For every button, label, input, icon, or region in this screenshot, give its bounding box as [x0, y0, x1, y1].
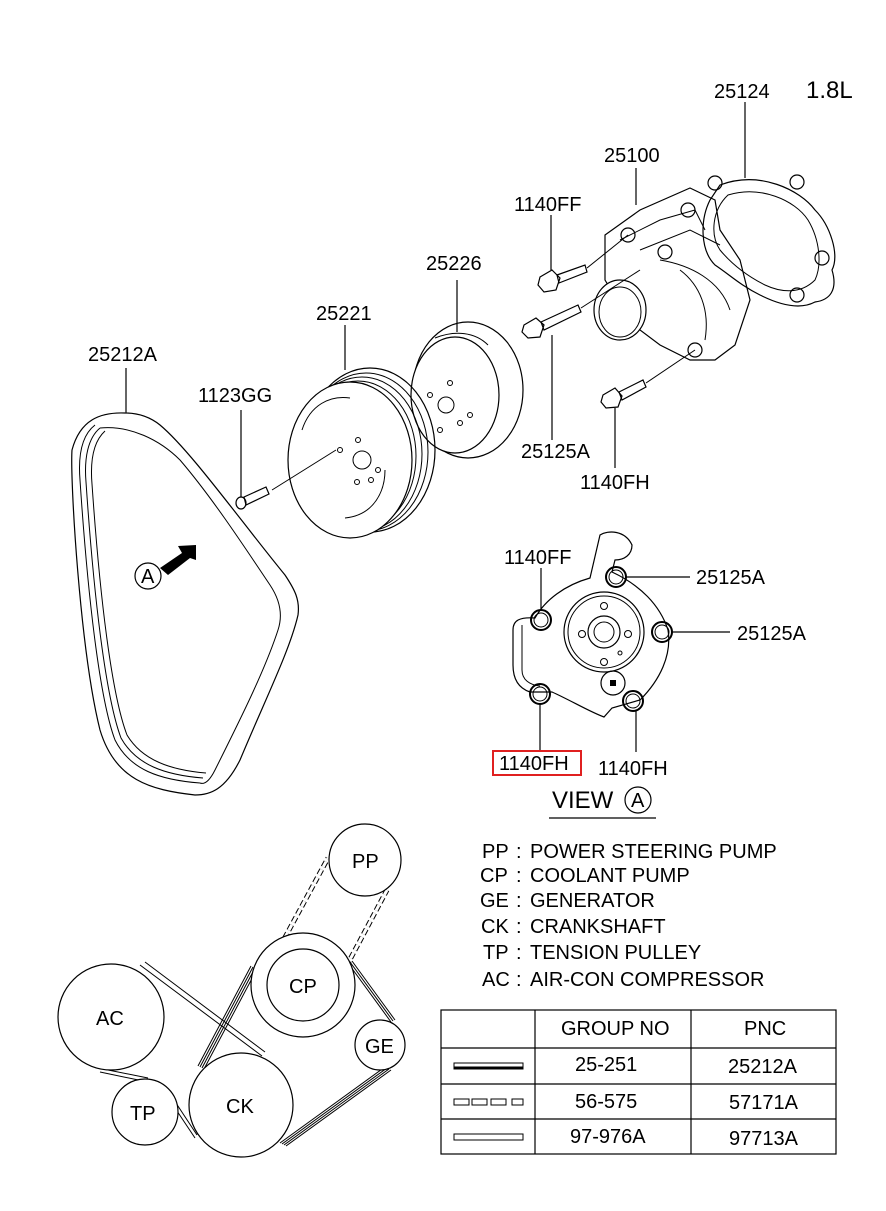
water-pump-part[interactable]: [593, 187, 751, 361]
cell-pnc: 25212A: [728, 1056, 798, 1078]
cell-group-no: 56-575: [575, 1091, 637, 1113]
view-marker: A: [631, 790, 645, 812]
pulley-ge[interactable]: [354, 1019, 406, 1071]
pulley-label-tp: TP: [130, 1103, 156, 1125]
legend-code-pp: PP: [482, 841, 509, 863]
pulley-ac[interactable]: [57, 963, 165, 1071]
water-pump-pulley[interactable]: [410, 321, 524, 459]
legend-name-cp: COOLANT PUMP: [530, 865, 690, 887]
view-callout-25125a-1[interactable]: 25125A: [696, 567, 766, 589]
callout-25125a[interactable]: 25125A: [521, 441, 591, 463]
legend-code-cp: CP: [480, 865, 508, 887]
boss-left: [530, 609, 552, 631]
legend-code-ck: CK: [481, 916, 509, 938]
view-callout-25125a-2[interactable]: 25125A: [737, 623, 807, 645]
pulley-ck[interactable]: [188, 1052, 294, 1158]
pulley-pp[interactable]: [328, 823, 402, 897]
pulley-label-ge: GE: [365, 1036, 394, 1058]
table-header-group-no: GROUP NO: [561, 1018, 670, 1040]
table-row[interactable]: 25-251 25212A: [453, 1054, 798, 1078]
cell-pnc: 97713A: [729, 1128, 799, 1150]
cell-group-no: 25-251: [575, 1054, 637, 1076]
legend-code-ac: AC: [482, 969, 510, 991]
pulley-label-cp: CP: [289, 976, 317, 998]
pulley-label-ck: CK: [226, 1096, 254, 1118]
pulley-cp[interactable]: [266, 948, 340, 1022]
legend-sep: :: [516, 841, 522, 863]
pulley-label-ac: AC: [96, 1008, 124, 1030]
highlight-box: [492, 750, 582, 776]
legend-name-tp: TENSION PULLEY: [530, 942, 701, 964]
gasket-part[interactable]: [702, 174, 836, 307]
legend-sep: :: [516, 969, 522, 991]
callout-25221[interactable]: 25221: [316, 303, 372, 325]
table-row[interactable]: 97-976A 97713A: [453, 1126, 799, 1150]
boss-top: [605, 566, 627, 588]
boss-right: [651, 621, 673, 643]
callout-1123gg[interactable]: 1123GG: [198, 385, 272, 407]
bolt-1140fh[interactable]: [600, 349, 696, 409]
table-row[interactable]: 56-575 57171A: [453, 1091, 799, 1114]
callout-25124[interactable]: 25124: [714, 81, 770, 103]
legend-name-ac: AIR-CON COMPRESSOR: [530, 969, 764, 991]
bolt-1140ff[interactable]: [537, 234, 629, 293]
belt-table: GROUP NO PNC 25-251 25212A 56-575 57171A…: [440, 1009, 837, 1155]
cell-group-no: 97-976A: [570, 1126, 646, 1148]
view-title: VIEW: [552, 787, 614, 814]
legend-sep: :: [516, 942, 522, 964]
table-header-pnc: PNC: [744, 1018, 786, 1040]
crank-pulley[interactable]: [287, 367, 436, 539]
engine-label: 1.8L: [806, 77, 853, 104]
legend-name-pp: POWER STEERING PUMP: [530, 841, 777, 863]
view-callout-1140fh-highlighted[interactable]: 1140FH: [499, 753, 569, 775]
pulley-label-pp: PP: [352, 851, 379, 873]
view-marker-circle: [624, 786, 652, 814]
belt-routing-schematic: PP CP GE CK TP AC: [57, 823, 406, 1158]
legend-sep: :: [516, 865, 522, 887]
callout-25100[interactable]: 25100: [604, 145, 660, 167]
drive-belt[interactable]: [71, 412, 300, 796]
legend-name-ge: GENERATOR: [530, 890, 655, 912]
boss-bottom-right: [622, 690, 644, 712]
callout-1140ff[interactable]: 1140FF: [514, 194, 581, 216]
view-callout-1140ff[interactable]: 1140FF: [504, 547, 571, 569]
legend: PP : POWER STEERING PUMP CP : COOLANT PU…: [480, 841, 777, 991]
callout-25226[interactable]: 25226: [426, 253, 482, 275]
pulley-tp[interactable]: [111, 1078, 179, 1146]
callout-25212a[interactable]: 25212A: [88, 344, 158, 366]
view-callout-1140fh[interactable]: 1140FH: [598, 758, 668, 780]
boss-bottom-left: [529, 683, 551, 705]
legend-sep: :: [516, 916, 522, 938]
legend-code-tp: TP: [483, 942, 509, 964]
arrow-marker-a: A: [141, 566, 155, 588]
cell-pnc: 57171A: [729, 1092, 799, 1114]
view-a-arrow[interactable]: A: [134, 545, 196, 590]
legend-code-ge: GE: [480, 890, 509, 912]
legend-name-ck: CRANKSHAFT: [530, 916, 666, 938]
crank-bolt[interactable]: [235, 449, 337, 510]
legend-sep: :: [516, 890, 522, 912]
bolt-25125a[interactable]: [521, 269, 641, 339]
callout-1140fh[interactable]: 1140FH: [580, 472, 650, 494]
